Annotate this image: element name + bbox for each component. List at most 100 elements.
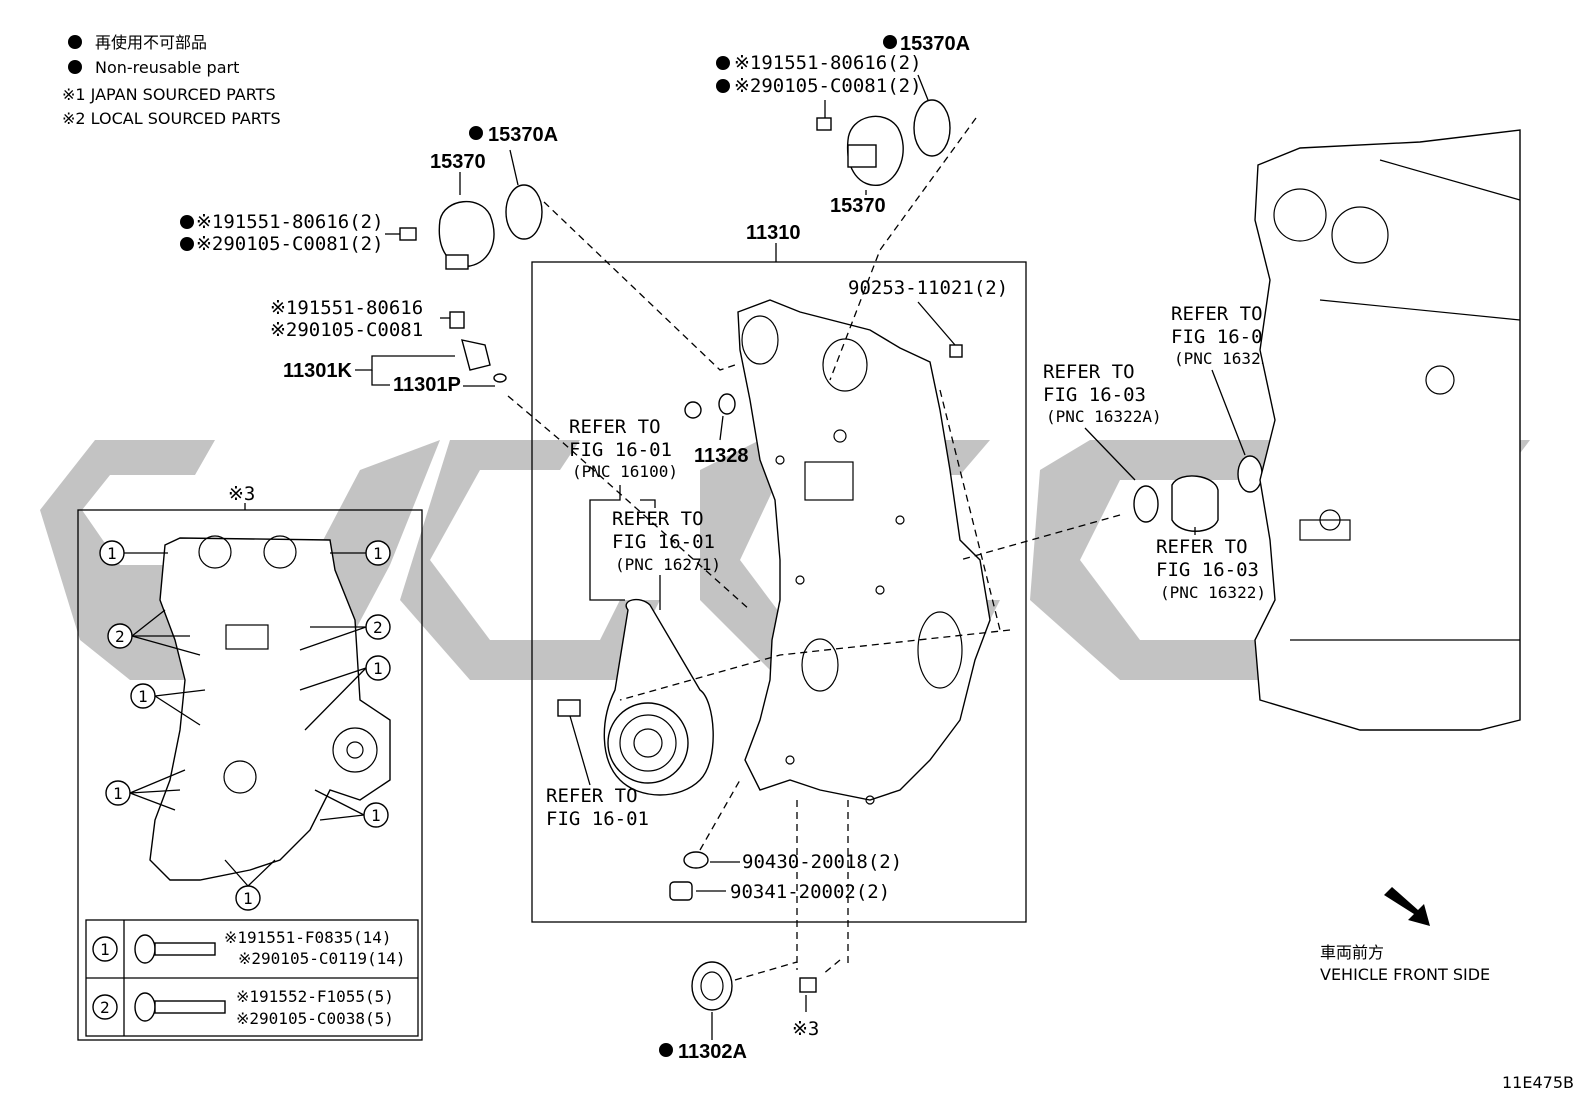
callout-1-icon [92,936,118,962]
refer1-line2: FIG 16-01 [569,439,672,461]
legend-note1: ※1 JAPAN SOURCED PARTS [62,85,276,104]
bolt-shank-icon [154,1000,226,1014]
bolt-icon [799,977,817,993]
refer6-line1: REFER TO [1156,536,1248,558]
vehicle-front-indicator: 車両前方 VEHICLE FRONT SIDE [1320,887,1490,984]
bolt-icon [557,699,581,717]
inset-box: ※3 1 1 2 2 1 1 1 [77,483,423,1041]
crank-sensor-icon [461,339,491,371]
label-191551-single: ※191551-80616 [270,297,423,319]
row1-part-b: ※290105-C0119(14) [238,949,406,968]
gasket-icon [683,851,709,869]
bolt-head-icon [134,992,156,1022]
row2-part-a: ※191552-F1055(5) [236,987,394,1006]
bolt-icon [816,117,832,131]
engine-block-icon [1254,129,1521,731]
refer3-line2: FIG 16-01 [546,808,649,830]
note3-box: ※3 [228,483,255,505]
refer2-line2: FIG 16-01 [612,531,715,553]
refer5-line2: FIG 16-03 [1171,326,1274,348]
refer1-line1: REFER TO [569,416,661,438]
crank-sensor-group: ※191551-80616 ※290105-C0081 11301K 11301… [270,297,507,396]
right-side-group: REFER TO FIG 16-03 (PNC 16322A) REFER TO… [1043,129,1521,731]
label-11328: 11328 [694,445,749,467]
bottom-parts: 11302A ※3 [659,961,819,1063]
label-290105-top: ※290105-C0081(2) [734,75,922,97]
note3-bottom: ※3 [792,1018,819,1040]
refer4-line2: FIG 16-03 [1043,384,1146,406]
callout-2-icon [92,994,118,1020]
label-191551-top: ※191551-80616(2) [734,52,922,74]
o-ring-icon [505,184,543,240]
o-ring-icon [913,99,951,157]
timing-chain-cover-icon [737,299,991,801]
legend-nonreusable-jp: 再使用不可部品 [95,33,207,52]
bolt-shank-icon [154,942,216,956]
refer4-line1: REFER TO [1043,361,1135,383]
o-ring-icon [1133,485,1159,523]
refer1-line3: (PNC 16100) [572,462,678,481]
callout-1-text: 1 [371,806,381,825]
nonreusable-bullet-icon [716,56,730,70]
o-ring-icon [493,373,507,383]
gasket-icon [718,393,736,415]
label-15370-left: 15370 [430,151,486,173]
nonreusable-bullet-icon [716,79,730,93]
row2-part-b: ※290105-C0038(5) [236,1009,394,1028]
refer6-line3: (PNC 16322) [1160,583,1266,602]
refer2-line1: REFER TO [612,508,704,530]
refer2-line3: (PNC 16271) [615,555,721,574]
label-11302a: 11302A [678,1041,747,1063]
label-90341: 90341-20002(2) [730,881,890,903]
label-290105-left: ※290105-C0081(2) [196,233,384,255]
refer5-line1: REFER TO [1171,303,1263,325]
dashed-guides [507,117,1121,981]
callout-1-text: 1 [107,544,117,563]
refer3-line1: REFER TO [546,785,638,807]
label-191551-left: ※191551-80616(2) [196,211,384,233]
legend-nonreusable-en: Non-reusable part [95,58,239,77]
label-11301p: 11301P [393,374,461,396]
label-15370a-top: 15370A [900,33,970,55]
callout-1-text: 1 [138,687,148,706]
water-inlet-icon [1171,475,1219,532]
callout-1-text: 1 [113,784,123,803]
bolt-icon [399,227,417,241]
bolt-head-icon [134,934,156,964]
top-sensor-group: 15370A ※191551-80616(2) ※290105-C0081(2)… [716,33,970,217]
callout-2-text: 2 [115,627,125,646]
figure-code: 11E475B [1502,1073,1574,1092]
legend-note2: ※2 LOCAL SOURCED PARTS [62,109,281,128]
legend: 再使用不可部品 Non-reusable part ※1 JAPAN SOURC… [62,33,281,128]
bolt-icon [949,344,963,358]
front-side-en: VEHICLE FRONT SIDE [1320,965,1490,984]
callout-1-text: 1 [373,659,383,678]
nonreusable-bullet-icon [469,126,483,140]
nonreusable-bullet-icon [180,237,194,251]
nonreusable-bullet-icon [68,60,82,74]
callout-1-text: 1 [243,889,253,908]
label-90430: 90430-20018(2) [742,851,902,873]
left-sensor-group: 15370A 15370 ※191551-80616(2) ※290105-C0… [180,124,558,270]
table-callout-2-text: 2 [100,998,110,1017]
label-90253: 90253-11021(2) [848,277,1008,299]
oil-seal-icon [691,961,733,1011]
front-side-jp: 車両前方 [1320,943,1384,962]
table-callout-1-text: 1 [100,940,110,959]
callout-1-text: 1 [373,544,383,563]
label-290105-single: ※290105-C0081 [270,319,423,341]
refer4-line3: (PNC 16322A) [1046,407,1162,426]
refer6-line2: FIG 16-03 [1156,559,1259,581]
nonreusable-bullet-icon [883,35,897,49]
arrow-icon [1384,887,1430,926]
label-15370-top: 15370 [830,195,886,217]
plug-icon [684,401,702,419]
drain-plug-icon [669,881,693,901]
row1-part-a: ※191551-F0835(14) [224,928,392,947]
label-11301k: 11301K [283,360,353,382]
nonreusable-bullet-icon [659,1043,673,1057]
bolt-icon [449,311,465,329]
label-11310: 11310 [746,222,801,244]
callout-2-text: 2 [373,618,383,637]
